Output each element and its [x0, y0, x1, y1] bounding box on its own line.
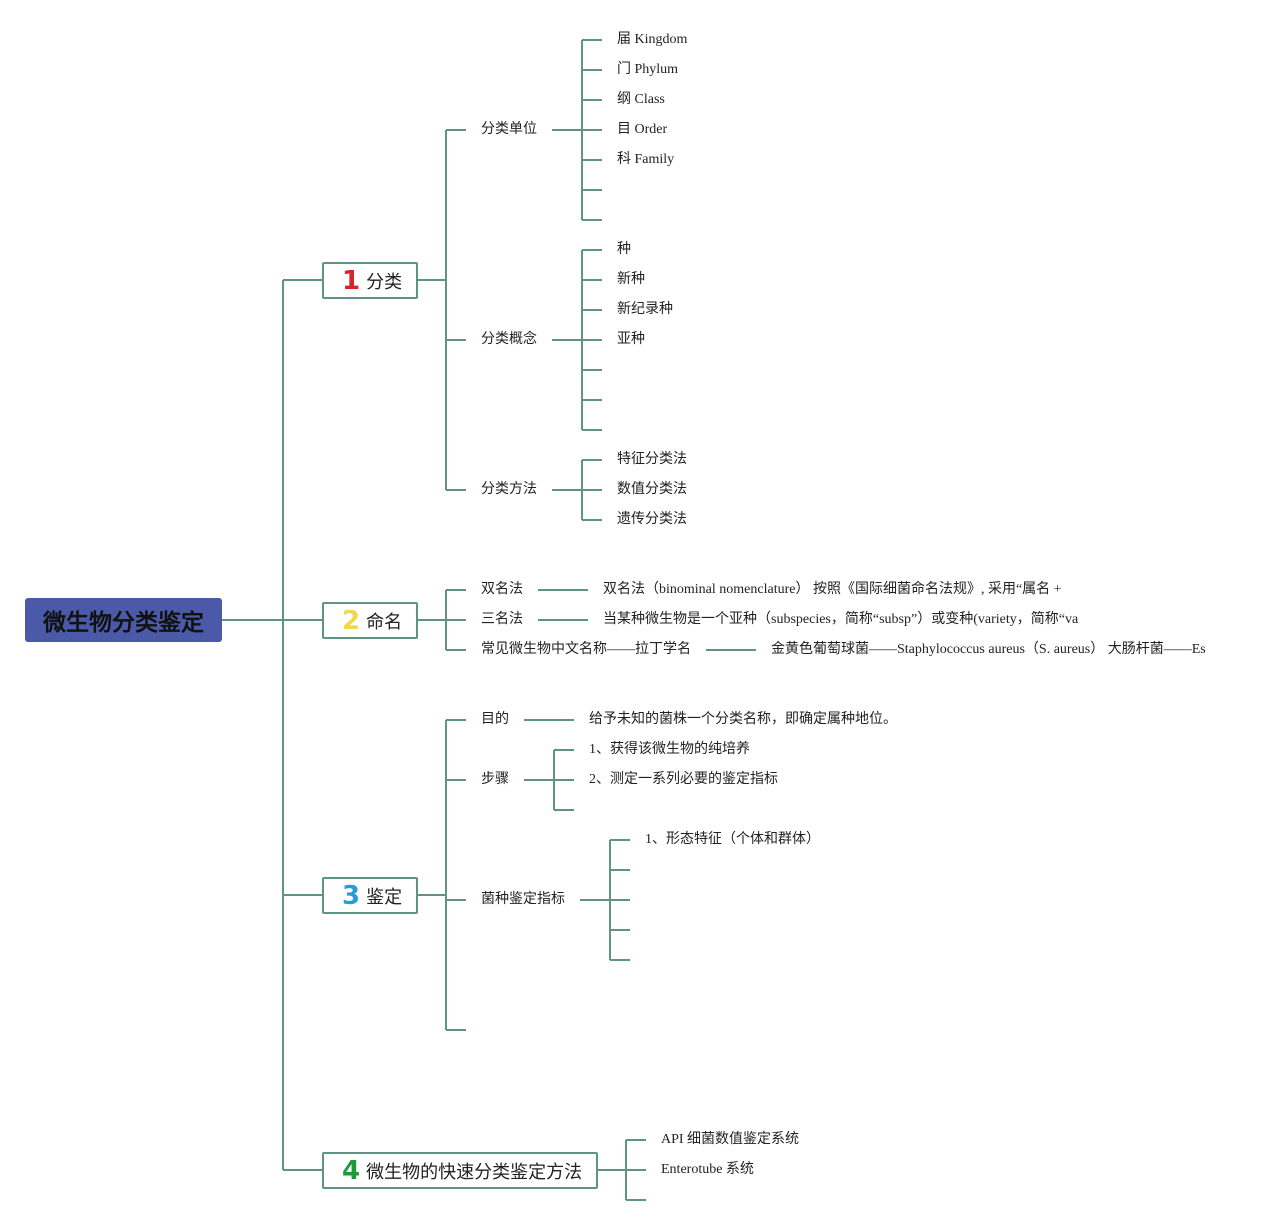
node-common-names[interactable]: 常见微生物中文名称——拉丁学名 — [481, 642, 691, 657]
branch-label: 命名 — [366, 611, 403, 633]
node-item[interactable]: 遗传分类法 — [617, 512, 687, 527]
node-concepts[interactable]: 分类概念 — [481, 332, 537, 347]
node-units[interactable]: 分类单位 — [481, 122, 537, 137]
number-badge: 4 — [342, 1155, 361, 1186]
node-item[interactable]: 科 Family — [617, 152, 675, 167]
root-label: 微生物分类鉴定 — [43, 610, 204, 636]
node-purpose[interactable]: 目的 — [481, 712, 509, 727]
node-methods[interactable]: 分类方法 — [481, 482, 537, 497]
node-item[interactable]: 2、测定一系列必要的鉴定指标 — [589, 772, 778, 787]
branch-label: 分类 — [366, 271, 403, 293]
node-item[interactable]: 数值分类法 — [617, 482, 687, 497]
node-item[interactable]: 新种 — [617, 272, 645, 287]
number-badge: 2 — [342, 605, 361, 636]
node-item[interactable]: 1、形态特征（个体和群体） — [645, 832, 820, 847]
node-detail[interactable]: 金黄色葡萄球菌——Staphylococcus aureus（S. aureus… — [771, 642, 1206, 657]
node-item[interactable]: Enterotube 系统 — [661, 1162, 754, 1177]
node-item[interactable]: 亚种 — [617, 332, 645, 347]
branch-label: 鉴定 — [366, 886, 403, 908]
node-item[interactable]: 新纪录种 — [617, 302, 673, 317]
node-item[interactable]: 特征分类法 — [617, 452, 687, 467]
node-item[interactable]: 纲 Class — [617, 92, 665, 107]
node-item[interactable]: 种 — [617, 242, 631, 257]
node-item[interactable]: 届 Kingdom — [617, 32, 688, 47]
node-item[interactable]: 1、获得该微生物的纯培养 — [589, 742, 750, 757]
node-detail[interactable]: 双名法（binominal nomenclature） 按照《国际细菌命名法规》… — [603, 582, 1062, 597]
number-badge: 1 — [342, 265, 361, 296]
number-badge: 3 — [342, 880, 361, 911]
node-steps[interactable]: 步骤 — [481, 772, 509, 787]
branch-label: 微生物的快速分类鉴定方法 — [366, 1161, 583, 1183]
root-node[interactable]: 微生物分类鉴定 — [25, 598, 222, 642]
node-detail[interactable]: 当某种微生物是一个亚种（subspecies，简称“subsp”）或变种(var… — [603, 612, 1079, 627]
node-detail[interactable]: 给予未知的菌株一个分类名称，即确定属种地位。 — [589, 712, 897, 727]
node-trinomial[interactable]: 三名法 — [481, 612, 523, 627]
node-item[interactable]: API 细菌数值鉴定系统 — [661, 1132, 800, 1147]
node-item[interactable]: 目 Order — [617, 122, 668, 137]
node-indicators[interactable]: 菌种鉴定指标 — [481, 892, 565, 907]
node-binomial[interactable]: 双名法 — [481, 582, 523, 597]
node-item[interactable]: 门 Phylum — [617, 62, 679, 77]
